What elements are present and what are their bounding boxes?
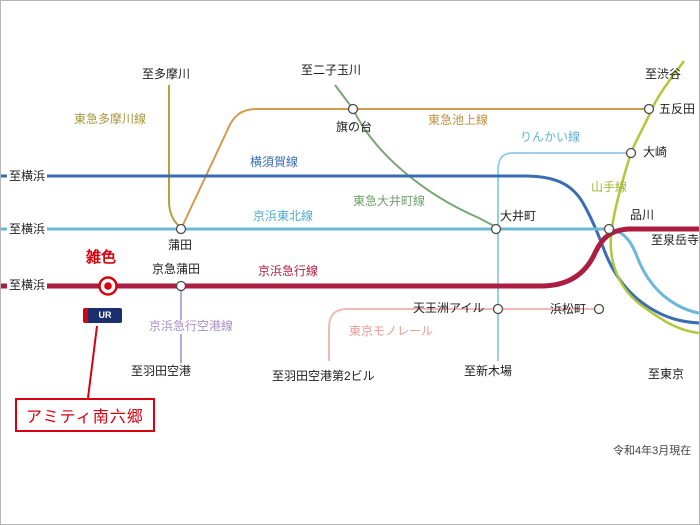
tokyu-ikegami-line (180, 108, 649, 230)
dest-haneda-airport: 至羽田空港 (131, 364, 192, 378)
dest-yokohama-yokosuka: 至横浜 (7, 169, 48, 184)
date-note: 令和4年3月現在 (613, 445, 692, 457)
station-tennozu-isle: 天王洲アイル (413, 301, 485, 315)
station-osaki: 大崎 (643, 145, 668, 159)
station-keikyu-kamata: 京急蒲田 (152, 262, 201, 276)
label-keikyu-main-line: 京浜急行線 (258, 264, 319, 278)
station-shinagawa: 品川 (630, 208, 655, 222)
station-zoshiki: 雑色 (86, 249, 117, 266)
zoshiki-marker-dot (104, 282, 112, 290)
station-gotanda: 五反田 (659, 102, 696, 116)
label-keihin-tohoku-line: 京浜東北線 (253, 209, 314, 223)
callout-leader-line (87, 325, 98, 399)
station-dot-keikyu-kamata (175, 280, 187, 292)
tokyu-tamagawa-line (168, 85, 181, 228)
station-dot-hatanodai (347, 103, 359, 115)
station-dot-osaki (625, 147, 637, 159)
station-dot-tennozu-isle (492, 303, 504, 315)
dest-sengakuji: 至泉岳寺 (651, 233, 700, 247)
station-dot-kamata (175, 223, 187, 235)
dest-shin-kiba: 至新木場 (464, 364, 513, 378)
label-yamanote-line: 山手線 (591, 180, 628, 194)
label-tokyu-tamagawa-line: 東急多摩川線 (74, 112, 147, 126)
label-tokyu-oimachi-line: 東急大井町線 (353, 194, 426, 208)
station-kamata: 蒲田 (168, 238, 193, 252)
label-tokyo-monorail: 東京モノレール (349, 324, 434, 338)
keikyu-main-line (1, 226, 699, 289)
station-hamamatsucho: 浜松町 (550, 302, 587, 316)
dest-futako-tamagawa: 至二子玉川 (301, 63, 362, 77)
station-dot-gotanda (643, 103, 655, 115)
station-hatanodai: 旗の台 (336, 120, 373, 134)
rinkai-line (497, 152, 629, 361)
dest-haneda-terminal2: 至羽田空港第2ビル (272, 369, 375, 383)
dest-tamagawa: 至多摩川 (142, 67, 191, 81)
station-dot-hamamatsucho (593, 303, 605, 315)
yokosuka-line (1, 174, 699, 325)
dest-yokohama-keihin: 至横浜 (7, 222, 48, 237)
facility-callout-box: アミティ南六郷 (15, 398, 155, 432)
station-dot-shinagawa (603, 223, 615, 235)
dest-yokohama-keikyu: 至横浜 (7, 278, 48, 293)
tokyu-oimachi-line (334, 84, 495, 227)
label-tokyu-ikegami-line: 東急池上線 (428, 113, 489, 127)
label-rinkai-line: りんかい線 (520, 130, 581, 144)
keihin-tohoku-line (1, 227, 699, 315)
label-keikyu-airport-line: 京浜急行空港線 (147, 319, 236, 334)
station-dot-oimachi (490, 223, 502, 235)
ur-logo: UR (83, 308, 122, 323)
dest-shibuya: 至渋谷 (645, 67, 682, 81)
dest-tokyo: 至東京 (648, 367, 685, 381)
station-oimachi: 大井町 (500, 209, 537, 223)
tokyo-monorail-line (328, 308, 599, 361)
label-yokosuka-line: 横須賀線 (250, 155, 299, 169)
